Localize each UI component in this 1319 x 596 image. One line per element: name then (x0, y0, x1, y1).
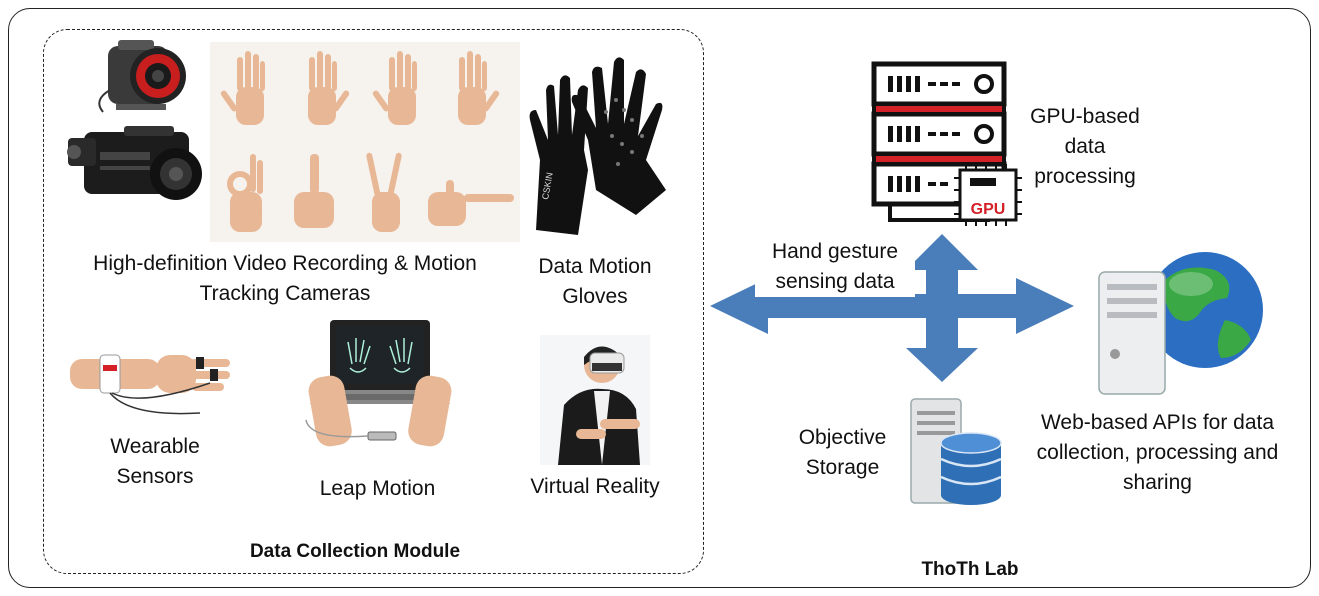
hand-gestures-icon (210, 42, 520, 242)
module-title: Data Collection Module (249, 541, 461, 562)
virtual-reality-label: Virtual Reality (530, 475, 660, 498)
leap-motion-laptop-icon (305, 320, 452, 447)
wearable-sensor-icon (70, 354, 230, 415)
svg-text:CSKIN: CSKIN (540, 172, 555, 201)
gpu-processing-label: GPU-based data processing (1030, 105, 1140, 188)
data-collection-module-frame (43, 29, 704, 574)
objective-storage-label: Objective Storage (798, 426, 887, 479)
leap-motion-label: Leap Motion (319, 477, 436, 500)
motion-tracking-camera-icon (98, 40, 186, 113)
gloves-label: Data Motion Gloves (538, 255, 652, 308)
vr-headset-person-icon (540, 335, 650, 465)
four-way-arrow-icon (710, 234, 1074, 382)
web-server-globe-icon (1098, 252, 1263, 395)
sensing-data-label: Hand gesture sensing data (755, 237, 915, 297)
video-camera-icon (67, 126, 202, 200)
gpu-server-icon: GPU (871, 61, 1022, 226)
lab-title: ThoTh Lab (921, 559, 1019, 580)
thoth-lab-frame (8, 8, 1311, 588)
web-apis-label: Web-based APIs for data collection, proc… (1036, 411, 1279, 494)
motion-glove-icon: CSKIN (529, 57, 666, 235)
gpu-chip-label: GPU (971, 201, 1006, 218)
video-cameras-label: High-definition Video Recording & Motion… (93, 252, 477, 305)
database-server-icon (910, 398, 1002, 505)
wearable-sensors-label: Wearable Sensors (110, 435, 200, 488)
